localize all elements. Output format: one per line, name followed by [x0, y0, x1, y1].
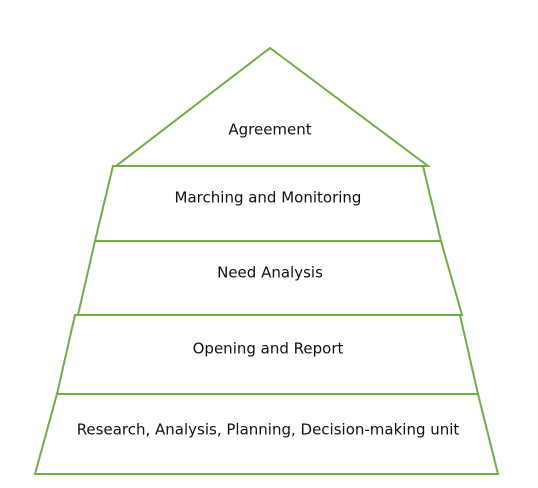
pyramid-level-need-analysis: Need Analysis — [76, 240, 464, 316]
level-label-marching-and-monitoring: Marching and Monitoring — [175, 189, 362, 207]
level-label-need-analysis: Need Analysis — [217, 264, 323, 282]
level-shape-research-analysis-planning — [33, 393, 500, 475]
level-shape-need-analysis — [76, 240, 464, 316]
pyramid-level-marching-and-monitoring: Marching and Monitoring — [93, 165, 443, 242]
pyramid-level-agreement: Agreement — [113, 46, 432, 167]
level-label-opening-and-report: Opening and Report — [193, 340, 344, 358]
level-shape-agreement — [113, 46, 432, 167]
pyramid-level-research-analysis-planning: Research, Analysis, Planning, Decision-m… — [33, 393, 500, 475]
level-label-research-analysis-planning: Research, Analysis, Planning, Decision-m… — [77, 421, 460, 439]
pyramid-level-opening-and-report: Opening and Report — [55, 314, 480, 395]
level-label-agreement: Agreement — [228, 121, 311, 139]
